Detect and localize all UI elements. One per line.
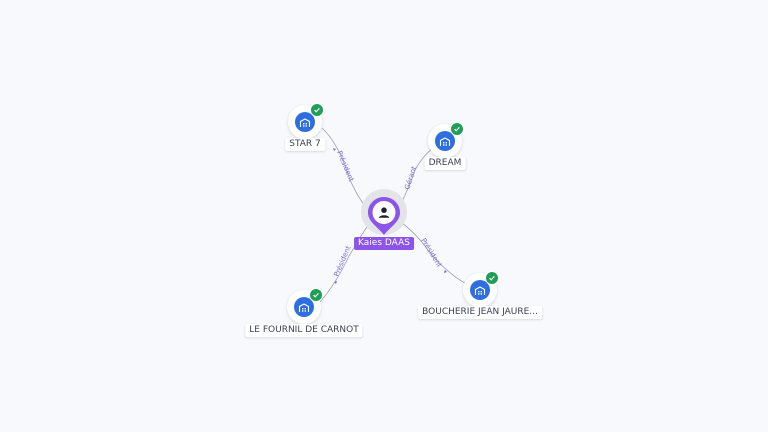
check-icon xyxy=(485,271,499,285)
edge-arrow xyxy=(333,148,336,151)
edge-fournil xyxy=(319,221,371,303)
edge-arrow xyxy=(444,270,447,273)
edge-arrow xyxy=(334,281,337,284)
check-icon xyxy=(309,288,323,302)
company-label-dream[interactable]: DREAM xyxy=(424,157,466,170)
company-label-star7[interactable]: STAR 7 xyxy=(285,138,325,151)
edge-star7 xyxy=(321,127,369,211)
building-icon xyxy=(294,297,314,317)
edge-label-boucherie: Président xyxy=(419,237,443,269)
company-node-fournil[interactable] xyxy=(287,288,323,324)
edge-label-dream: Gérant xyxy=(403,165,418,191)
building-icon xyxy=(435,131,455,151)
person-icon xyxy=(368,197,400,235)
company-node-star7[interactable] xyxy=(288,103,324,139)
person-label[interactable]: Kaies DAAS xyxy=(354,237,414,250)
company-label-fournil[interactable]: LE FOURNIL DE CARNOT xyxy=(245,324,363,337)
edge-boucherie xyxy=(397,219,469,286)
building-icon xyxy=(470,280,490,300)
edge-label-star7: Président xyxy=(335,150,355,183)
person-node[interactable] xyxy=(367,196,401,240)
company-node-boucherie[interactable] xyxy=(463,271,499,307)
building-icon xyxy=(295,112,315,132)
company-label-boucherie[interactable]: BOUCHERIE JEAN JAURE... xyxy=(418,306,542,319)
company-node-dream[interactable] xyxy=(428,122,464,158)
check-icon xyxy=(310,103,324,117)
check-icon xyxy=(450,122,464,136)
edge-label-fournil: Président xyxy=(332,244,352,277)
